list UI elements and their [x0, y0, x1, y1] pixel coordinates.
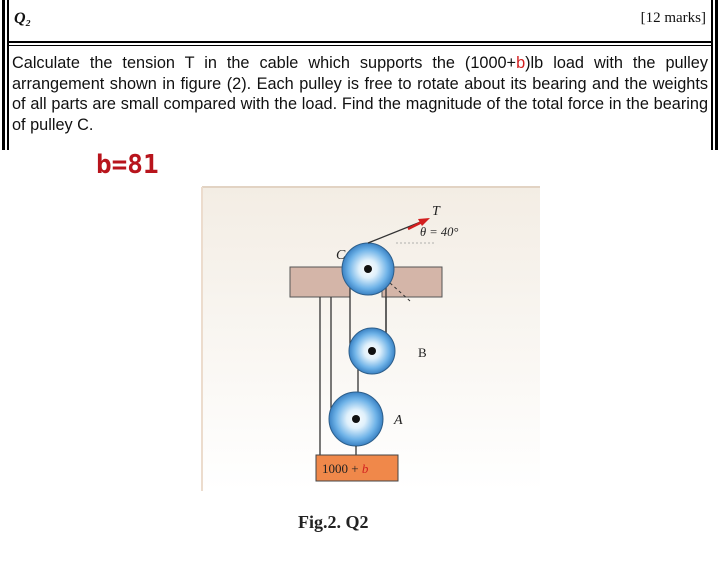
hidden-cable: [389, 282, 411, 302]
marks-label: [12 marks]: [640, 10, 706, 26]
left-border-inner: [7, 0, 9, 150]
pulley-c-label: C: [336, 248, 346, 263]
b-value: b=81: [96, 150, 159, 180]
question-label: Q₂: [14, 10, 32, 27]
pulley-b-label: B: [418, 345, 427, 360]
pulley-c-axle: [364, 265, 372, 273]
question-text: Calculate the tension T in the cable whi…: [12, 53, 708, 135]
pulley-figure: T θ = 40° C B A 1000 + b: [196, 183, 542, 495]
figure-caption: Fig.2. Q2: [298, 512, 369, 532]
load-text: 1000 +: [322, 461, 362, 476]
right-border-inner: [711, 0, 713, 150]
header-divider-thin: [7, 45, 713, 46]
right-border-outer: [715, 0, 718, 150]
question-text-part2: )lb load with the pulley arrangement sho…: [12, 54, 708, 134]
left-border-outer: [2, 0, 5, 150]
left-support-block: [289, 266, 351, 298]
question-frame: [0, 0, 720, 150]
angle-label: θ = 40°: [420, 225, 458, 239]
load-label: 1000 + b: [322, 461, 369, 476]
tension-label: T: [432, 204, 441, 219]
pulley-a-label: A: [393, 413, 403, 428]
pulley-a-axle: [352, 415, 360, 423]
pulley-diagram: T θ = 40° C B A 1000 + b: [201, 186, 540, 491]
load-box: [315, 454, 399, 482]
question-text-part1: Calculate the tension T in the cable whi…: [12, 54, 517, 72]
load-variable-b: b: [362, 461, 369, 476]
header-divider: [7, 41, 713, 43]
tension-arrow-head: [418, 218, 430, 226]
question-variable-b: b: [516, 54, 526, 72]
pulley-b-axle: [368, 347, 376, 355]
